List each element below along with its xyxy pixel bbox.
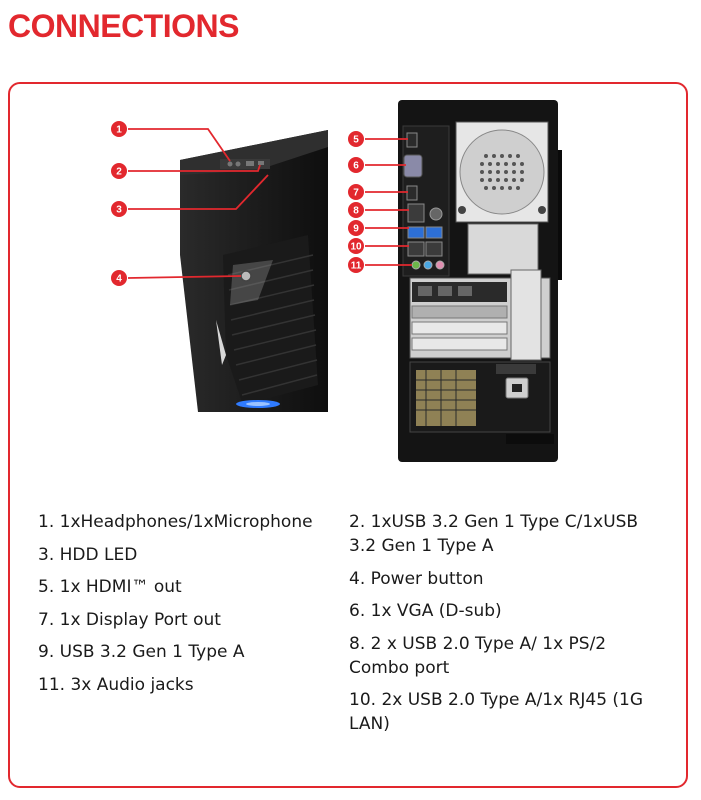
top-ports-strip <box>220 159 270 169</box>
callout-number: 2 <box>116 167 122 178</box>
callout-marker: 8 <box>348 202 364 218</box>
ps2-port <box>429 207 443 221</box>
callout-marker: 2 <box>111 163 127 179</box>
audio-jack <box>411 260 421 270</box>
spec-item: 4. Power button <box>349 568 484 589</box>
spec-list-right: 2. 1xUSB 3.2 Gen 1 Type C/1xUSB 3.2 Gen … <box>349 510 669 745</box>
hdmi-port <box>406 132 418 148</box>
callout-number: 3 <box>116 205 122 216</box>
callout-marker: 9 <box>348 220 364 236</box>
screw <box>458 206 466 214</box>
usb2-lan-group <box>407 241 425 257</box>
callout-marker: 6 <box>348 157 364 173</box>
spec-item: 2. 1xUSB 3.2 Gen 1 Type C/1xUSB 3.2 Gen … <box>349 512 639 556</box>
spec-item: 11. 3x Audio jacks <box>38 674 194 695</box>
callout-number: 4 <box>116 274 122 285</box>
connections-panel <box>8 82 688 788</box>
callout-number: 6 <box>353 161 359 172</box>
callout-line-3 <box>128 174 269 210</box>
spec-item: 8. 2 x USB 2.0 Type A/ 1x PS/2 Combo por… <box>349 633 607 678</box>
usb-port <box>246 161 254 166</box>
audio-jack <box>435 260 445 270</box>
callout-line-2 <box>128 164 261 172</box>
callout-line-4 <box>127 275 242 279</box>
spec-item: 9. USB 3.2 Gen 1 Type A <box>38 642 245 662</box>
callout-marker: 3 <box>111 201 127 217</box>
headphone-jack <box>227 161 233 167</box>
spec-item: 1. 1xHeadphones/1xMicrophone <box>38 512 313 532</box>
callout-marker: 7 <box>348 184 364 200</box>
front-glare <box>230 260 273 305</box>
callout-marker: 11 <box>348 257 364 273</box>
usb-ps2-group <box>407 203 425 223</box>
callout-marker: 5 <box>348 131 364 147</box>
slot-cover-bracket <box>510 269 542 361</box>
front-view-image: 1 2 3 4 <box>111 121 328 412</box>
callout-number: 8 <box>353 206 359 217</box>
callout-number: 9 <box>353 224 359 235</box>
callout-number: 7 <box>353 188 359 199</box>
spec-item: 6. 1x VGA (D-sub) <box>349 601 502 621</box>
callout-number: 5 <box>353 135 359 146</box>
callout-number: 11 <box>351 261 362 272</box>
spec-item: 10. 2x USB 2.0 Type A/1x RJ45 (1G LAN) <box>349 690 644 734</box>
front-chevron <box>216 320 226 365</box>
page-title: CONNECTIONS <box>8 8 239 44</box>
callout-number: 1 <box>116 125 122 136</box>
audio-jack <box>423 260 433 270</box>
fan-grille <box>459 129 545 215</box>
callout-number: 10 <box>350 242 362 253</box>
spec-item: 3. HDD LED <box>38 544 138 565</box>
spec-list-left: 1. 1xHeadphones/1xMicrophone 3. HDD LED … <box>38 510 328 705</box>
callout-marker: 4 <box>111 270 127 286</box>
spec-item: 5. 1x HDMI™ out <box>38 577 182 597</box>
usb-c-port <box>258 161 264 165</box>
usb32-ports <box>407 226 425 239</box>
power-button <box>240 270 252 282</box>
mic-jack <box>235 161 241 167</box>
rear-view-image: 5 6 7 8 9 10 11 <box>348 100 562 462</box>
vga-port <box>403 154 423 178</box>
callout-marker: 1 <box>111 121 127 137</box>
callout-marker: 10 <box>348 238 364 254</box>
displayport-port <box>406 185 418 201</box>
callout-line-1 <box>128 128 231 162</box>
spec-item: 7. 1x Display Port out <box>38 609 221 630</box>
front-case-top <box>180 130 328 175</box>
